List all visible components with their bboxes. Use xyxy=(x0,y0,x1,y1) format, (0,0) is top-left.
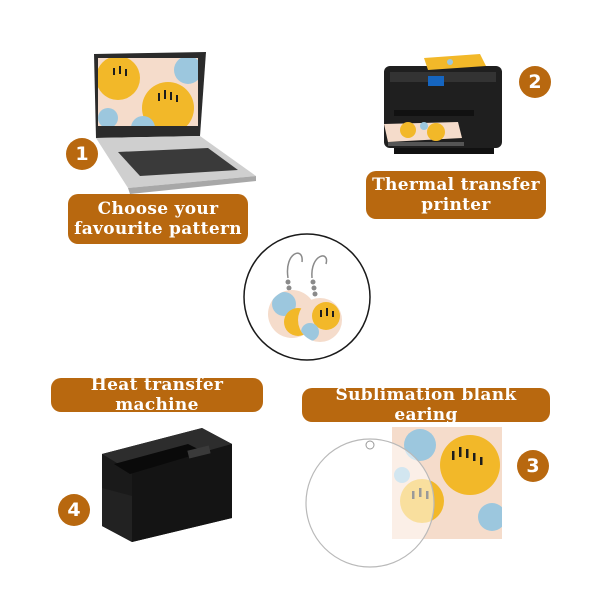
step-label-2: Thermal transfer printer xyxy=(366,171,546,219)
earrings-icon xyxy=(243,233,371,361)
step-label-4: Heat transfer machine xyxy=(51,375,263,415)
step-number-3: 3 xyxy=(517,450,549,482)
step-number-1: 1 xyxy=(66,138,98,170)
blank-disc-icon xyxy=(305,427,502,568)
laptop-icon xyxy=(94,52,256,194)
step-label-3: Sublimation blank earing xyxy=(302,385,550,425)
step-label-1: Choose your favourite pattern xyxy=(68,194,248,244)
thermal-printer-icon xyxy=(102,428,232,542)
step-number-2: 2 xyxy=(519,66,551,98)
printer-icon xyxy=(384,54,502,154)
step-number-4: 4 xyxy=(58,494,90,526)
